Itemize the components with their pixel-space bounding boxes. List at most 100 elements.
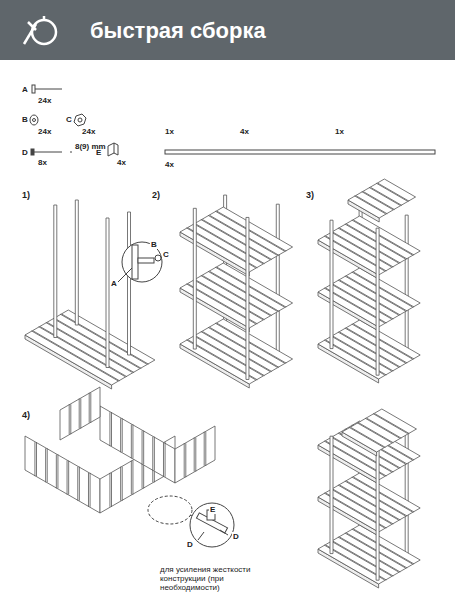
- drawing-stroke: [186, 340, 255, 380]
- part-label: 24x: [38, 96, 51, 105]
- drawing-stroke: [353, 477, 414, 512]
- part-label: 4x: [240, 127, 249, 136]
- drawing-stroke: [25, 436, 100, 513]
- quick-icon: [24, 16, 56, 44]
- drawing-stroke: [352, 324, 413, 359]
- drawing-stroke: [132, 461, 133, 495]
- drawing-stroke: [165, 442, 166, 476]
- drawing-stroke: [340, 280, 401, 315]
- drawing-stroke: [77, 467, 78, 501]
- drawing-stroke: [154, 437, 155, 471]
- drawing-stroke: [217, 267, 286, 307]
- drawing-stroke: [120, 467, 121, 501]
- drawing-stroke: [371, 187, 402, 205]
- part-label: D: [186, 540, 194, 549]
- drawing-stroke: [376, 444, 379, 580]
- drawing-stroke: [186, 284, 255, 324]
- drawing-stroke: [333, 336, 394, 371]
- drawing-stroke: [60, 314, 147, 364]
- drawing-stroke: [152, 437, 153, 471]
- drawing-stroke: [338, 537, 399, 572]
- drawing-stroke: [338, 485, 399, 520]
- drawing-stroke: [208, 327, 277, 367]
- part-label: B: [22, 115, 28, 124]
- drawing-stroke: [276, 204, 279, 358]
- drawing-stroke: [79, 399, 80, 429]
- drawing-stroke: [111, 412, 112, 446]
- drawing-stroke: [365, 418, 400, 438]
- drawing-stroke: [210, 327, 279, 367]
- drawing-stroke: [201, 332, 270, 372]
- drawing-stroke: [195, 280, 264, 320]
- part-label: 8x: [38, 158, 47, 167]
- drawing-stroke: [375, 414, 410, 434]
- drawing-stroke: [54, 205, 57, 338]
- drawing-stroke: [202, 332, 271, 372]
- drawing-stroke: [363, 192, 394, 210]
- drawing-stroke: [67, 461, 68, 495]
- drawing-stroke: [333, 541, 394, 576]
- drawing-stroke: [333, 232, 394, 267]
- drawing-stroke: [143, 431, 144, 465]
- drawing-stroke: [330, 436, 333, 553]
- part-label: E: [96, 148, 101, 157]
- part-label: 4x: [165, 160, 174, 169]
- drawing-stroke: [210, 215, 279, 255]
- drawing-stroke: [109, 473, 110, 507]
- drawing-stroke: [128, 212, 131, 355]
- drawing-stroke: [25, 310, 155, 385]
- drawing-stroke: [111, 473, 112, 507]
- drawing-stroke: [338, 332, 399, 367]
- drawing-stroke: [132, 424, 133, 458]
- drawing-stroke: [340, 332, 401, 367]
- drawing-stroke: [345, 481, 406, 516]
- drawing-stroke: [210, 271, 279, 311]
- drawing-stroke: [201, 276, 270, 316]
- drawing-stroke: [215, 211, 284, 251]
- drawing-stroke: [163, 443, 164, 477]
- drawing-stroke: [194, 224, 263, 264]
- drawing-stroke: [362, 192, 393, 210]
- drawing-stroke: [79, 467, 80, 501]
- drawing-stroke: [342, 409, 416, 452]
- header-band: [0, 0, 455, 60]
- part-label: 2): [152, 190, 160, 200]
- drawing-stroke: [106, 218, 109, 368]
- drawing-stroke: [351, 427, 386, 447]
- parts: [30, 85, 435, 156]
- drawing-stroke: [202, 276, 271, 316]
- drawing-stroke: [340, 228, 401, 263]
- drawing-stroke: [345, 533, 406, 568]
- drawing-stroke: [60, 387, 100, 440]
- drawing-stroke: [90, 393, 91, 423]
- part-label: D: [22, 148, 28, 157]
- drawing-stroke: [57, 454, 58, 488]
- drawing-stroke: [217, 323, 286, 363]
- drawing-stroke: [205, 432, 206, 466]
- detail-circles: [118, 242, 234, 547]
- part-label: C: [66, 115, 72, 124]
- drawing-stroke: [215, 323, 284, 363]
- drawing-stroke: [208, 215, 277, 255]
- drawing-stroke: [215, 267, 284, 307]
- drawing-stroke: [90, 473, 91, 507]
- drawing-stroke: [47, 448, 48, 482]
- part-label: 4x: [117, 158, 126, 167]
- drawing-stroke: [184, 443, 185, 477]
- drawing-stroke: [340, 537, 401, 572]
- drawing-stroke: [376, 228, 379, 375]
- drawing-stroke: [142, 431, 143, 465]
- drawing-stroke: [47, 323, 134, 373]
- drawing-stroke: [352, 529, 413, 564]
- drawing-stroke: [88, 473, 89, 507]
- drawing-stroke: [165, 443, 166, 477]
- drawing-stroke: [186, 228, 255, 268]
- part-label: 24x: [38, 127, 51, 136]
- part-label: A: [110, 279, 118, 288]
- drawing-stroke: [338, 228, 399, 263]
- drawing-stroke: [359, 423, 394, 443]
- drawing-stroke: [345, 224, 406, 259]
- drawing-stroke: [349, 427, 384, 447]
- drawing-stroke: [34, 442, 35, 476]
